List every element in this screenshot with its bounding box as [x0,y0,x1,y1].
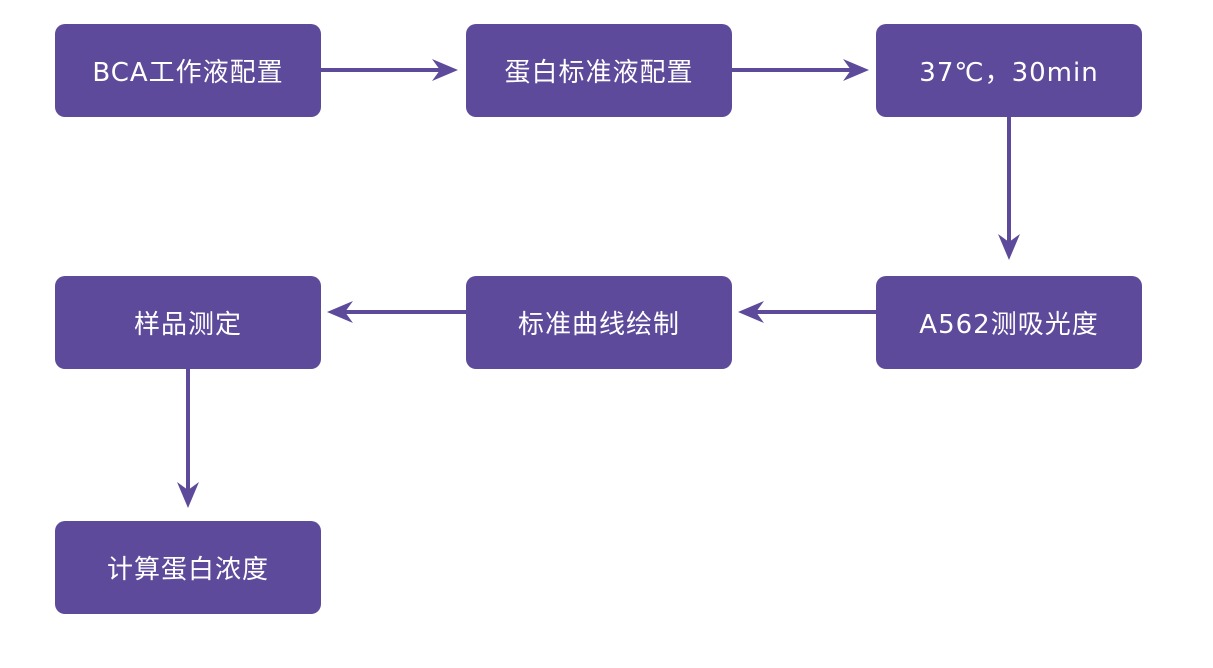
arrow-incubate-to-absorbance [998,117,1020,260]
step-label: 计算蛋白浓度 [106,555,269,585]
step-protein-standard-solution: 蛋白标准液配置 [466,24,732,117]
step-label: A562测吸光度 [919,310,1099,340]
step-label: 37℃，30min [919,58,1099,88]
step-label: 样品测定 [133,310,242,340]
step-calculate-protein-concentration: 计算蛋白浓度 [55,521,321,614]
step-incubation: 37℃，30min [876,24,1142,117]
arrow-sample-to-calculate [177,369,199,508]
arrow-bca-to-standard [321,59,458,81]
step-label: 标准曲线绘制 [517,310,680,340]
step-sample-measurement: 样品测定 [55,276,321,369]
step-label: BCA工作液配置 [92,58,284,88]
step-standard-curve: 标准曲线绘制 [466,276,732,369]
step-a562-absorbance: A562测吸光度 [876,276,1142,369]
arrow-curve-to-sample [327,301,466,323]
arrow-standard-to-incubate [732,59,869,81]
arrow-absorbance-to-curve [738,301,876,323]
step-bca-working-solution: BCA工作液配置 [55,24,321,117]
step-label: 蛋白标准液配置 [504,58,694,88]
